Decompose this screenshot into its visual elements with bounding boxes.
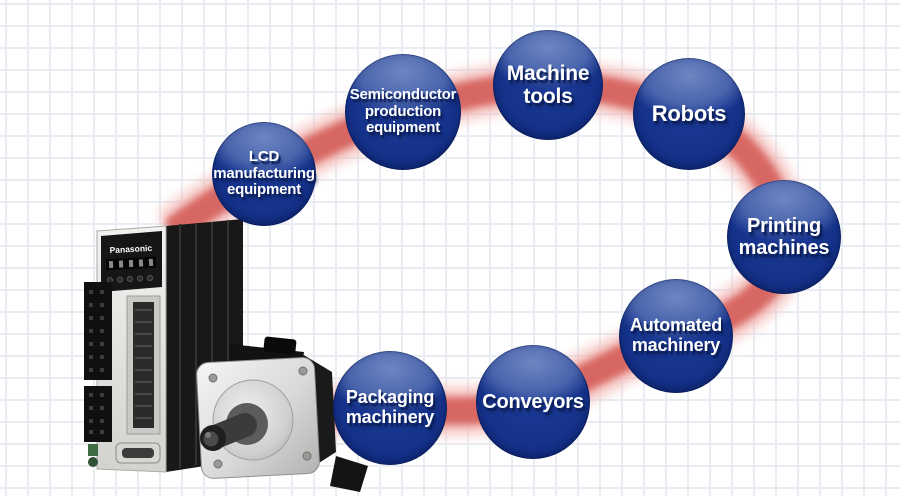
node-conveyors: Conveyors: [476, 345, 590, 459]
node-robots: Robots: [633, 58, 745, 170]
brand-logo: Panasonic: [109, 243, 152, 255]
display-digits: [108, 258, 154, 269]
driver-terminal-block-upper: [84, 282, 112, 380]
node-label: Robots: [651, 100, 727, 126]
node-semiconductor-production-equipment: Semiconductor production equipment: [345, 54, 461, 170]
driver-vent-fins: [179, 220, 229, 468]
node-label: Semiconductor production equipment: [349, 86, 457, 137]
node-printing-machines: Printing machines: [727, 180, 841, 294]
node-automated-machinery: Automated machinery: [619, 279, 733, 393]
node-label: Printing machines: [738, 215, 830, 259]
node-label: Conveyors: [482, 391, 584, 413]
motor-flange-holes: [208, 366, 312, 469]
terminal-pins-upper: [89, 290, 104, 372]
motor-cable-connector: [330, 456, 368, 492]
driver-dsub-socket: [122, 448, 154, 458]
node-label: Packaging machinery: [345, 387, 435, 427]
driver-pcb-screw: [88, 457, 98, 467]
node-packaging-machinery: Packaging machinery: [333, 351, 447, 465]
driver-io-connector: [133, 302, 154, 428]
node-label: Automated machinery: [629, 315, 723, 355]
connector-pins: [135, 309, 152, 419]
node-lcd-manufacturing-equipment: LCD manufacturing equipment: [212, 122, 316, 226]
node-label: LCD manufacturing equipment: [213, 148, 315, 199]
servo-motor-image: [196, 336, 368, 492]
motor-top-connector: [263, 336, 297, 355]
motor-shaft-highlight: [205, 432, 211, 438]
driver-buttons: [107, 275, 153, 284]
driver-pcb-edge: [88, 444, 98, 456]
node-label: Machine tools: [506, 61, 590, 108]
driver-terminal-block-lower: [84, 386, 112, 442]
node-machine-tools: Machine tools: [493, 30, 603, 140]
terminal-pins-lower: [89, 393, 104, 434]
servo-driver-image: Panasonic: [84, 219, 243, 473]
